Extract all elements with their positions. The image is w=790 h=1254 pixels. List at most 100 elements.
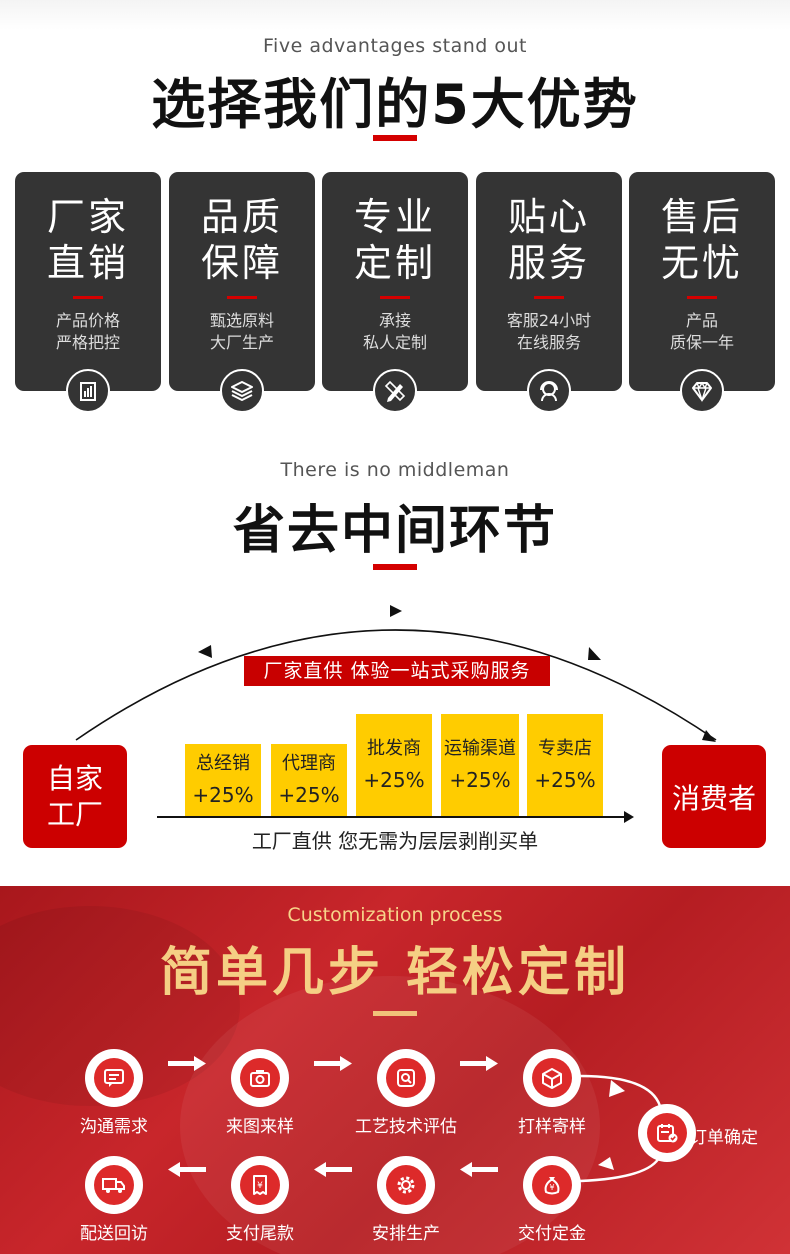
money-bag-icon: ¥ [532, 1165, 572, 1205]
step-samples [231, 1049, 289, 1107]
card-divider [534, 296, 564, 299]
step-label: 打样寄样 [518, 1117, 586, 1137]
step-sampling [523, 1049, 581, 1107]
card-divider [687, 296, 717, 299]
card-desc: 甄选原料 [209, 311, 274, 330]
own-factory-box: 自家 工厂 [23, 745, 127, 848]
intermediary-label: 批发商 [367, 738, 421, 759]
advantage-card-service: 贴心 服务 客服24小时 在线服务 [476, 172, 622, 413]
process-section: Customization process 简单几步 轻松定制 沟通需求 来 [0, 886, 790, 1254]
calendar-check-icon [647, 1113, 687, 1153]
advantages-title: 选择我们的5大优势 [151, 73, 639, 136]
delivery-truck-icon [94, 1165, 134, 1205]
building-chart-icon [66, 369, 110, 413]
card-desc: 严格把控 [55, 333, 120, 352]
package-icon [532, 1058, 572, 1098]
card-divider [227, 296, 257, 299]
title-underline [373, 1011, 417, 1016]
process-title: 简单几步 轻松定制 [159, 943, 631, 1003]
card-desc: 产品 [685, 311, 718, 330]
card-desc: 承接 [378, 311, 411, 330]
card-title: 贴心 [507, 195, 590, 239]
intermediary-label: 代理商 [282, 753, 336, 774]
step-final-payment: ¥ [231, 1156, 289, 1214]
card-title: 保障 [200, 241, 283, 285]
direct-supply-note: 工厂直供 您无需为层层剥削买单 [251, 829, 539, 853]
step-label: 交付定金 [518, 1224, 586, 1244]
middleman-title: 省去中间环节 [232, 501, 557, 561]
advantage-card-after-sales: 售后 无忧 产品 质保一年 [629, 172, 775, 413]
step-communicate [85, 1049, 143, 1107]
intermediary-markup: +25% [534, 768, 596, 792]
advantage-card-customization: 专业 定制 承接 私人定制 [322, 172, 468, 413]
intermediary-wholesaler: 批发商 +25% [356, 714, 432, 816]
step-label: 工艺技术评估 [355, 1117, 457, 1137]
title-underline [373, 564, 417, 570]
step-order-confirm [638, 1104, 696, 1162]
card-title: 直销 [46, 241, 129, 285]
consumer-label: 消费者 [671, 781, 756, 815]
factory-label: 工厂 [46, 797, 103, 831]
intermediary-store: 专卖店 +25% [527, 714, 603, 816]
step-evaluation [377, 1049, 435, 1107]
step-deposit: ¥ [523, 1156, 581, 1214]
title-underline [373, 135, 417, 141]
arc-arrow [588, 647, 601, 660]
card-desc: 在线服务 [516, 333, 581, 352]
intermediary-markup: +25% [363, 768, 425, 792]
intermediary-markup: +25% [449, 768, 511, 792]
middleman-subtitle: There is no middleman [280, 459, 510, 481]
step-production [377, 1156, 435, 1214]
advantages-section: Five advantages stand out 选择我们的5大优势 厂家 直… [0, 0, 790, 440]
step-label: 沟通需求 [80, 1117, 148, 1137]
arc-arrow [198, 645, 212, 658]
card-desc: 私人定制 [362, 333, 427, 352]
gear-icon [386, 1165, 426, 1205]
svg-text:¥: ¥ [549, 1183, 554, 1192]
arc-arrow [390, 605, 402, 617]
intermediary-label: 专卖店 [538, 738, 592, 759]
card-title: 品质 [200, 195, 283, 239]
card-desc: 客服24小时 [506, 311, 592, 330]
card-desc: 产品价格 [55, 311, 120, 330]
card-title: 定制 [353, 241, 436, 285]
advantage-card-direct-sales: 厂家 直销 产品价格 严格把控 [15, 172, 161, 413]
pencil-ruler-icon [373, 369, 417, 413]
intermediary-label: 总经销 [196, 753, 250, 774]
card-desc: 大厂生产 [209, 333, 274, 352]
card-title: 专业 [353, 195, 436, 239]
intermediary-markup: +25% [278, 783, 340, 807]
camera-icon [240, 1058, 280, 1098]
advantage-card-quality: 品质 保障 甄选原料 大厂生产 [169, 172, 315, 413]
consumer-box: 消费者 [662, 745, 766, 848]
advantages-subtitle: Five advantages stand out [263, 35, 527, 57]
supply-arc [75, 605, 717, 742]
intermediary-markup: +25% [192, 783, 254, 807]
step-label: 支付尾款 [226, 1224, 294, 1244]
card-divider [380, 296, 410, 299]
intermediary-agent: 代理商 +25% [271, 744, 347, 816]
step-label: 配送回访 [80, 1224, 148, 1244]
card-desc: 质保一年 [669, 333, 734, 352]
card-divider [73, 296, 103, 299]
intermediary-label: 运输渠道 [444, 738, 516, 759]
card-title: 无忧 [660, 241, 743, 285]
arc-arrow [702, 730, 716, 742]
intermediary-transport: 运输渠道 +25% [441, 714, 519, 816]
search-badge-icon [386, 1058, 426, 1098]
process-subtitle: Customization process [287, 904, 503, 926]
step-label: 订单确定 [690, 1128, 758, 1148]
direct-supply-arrow [624, 811, 634, 823]
step-delivery [85, 1156, 143, 1214]
card-title: 服务 [507, 241, 590, 285]
factory-label: 自家 [46, 761, 103, 795]
card-title: 售后 [660, 195, 743, 239]
step-label: 来图来样 [226, 1117, 294, 1137]
direct-supply-line [157, 816, 627, 818]
svg-text:¥: ¥ [257, 1181, 263, 1191]
headset-service-icon [527, 369, 571, 413]
layers-icon [220, 369, 264, 413]
card-title: 厂家 [46, 195, 129, 239]
one-stop-slogan: 厂家直供 体验一站式采购服务 [244, 656, 550, 686]
chat-icon [94, 1058, 134, 1098]
